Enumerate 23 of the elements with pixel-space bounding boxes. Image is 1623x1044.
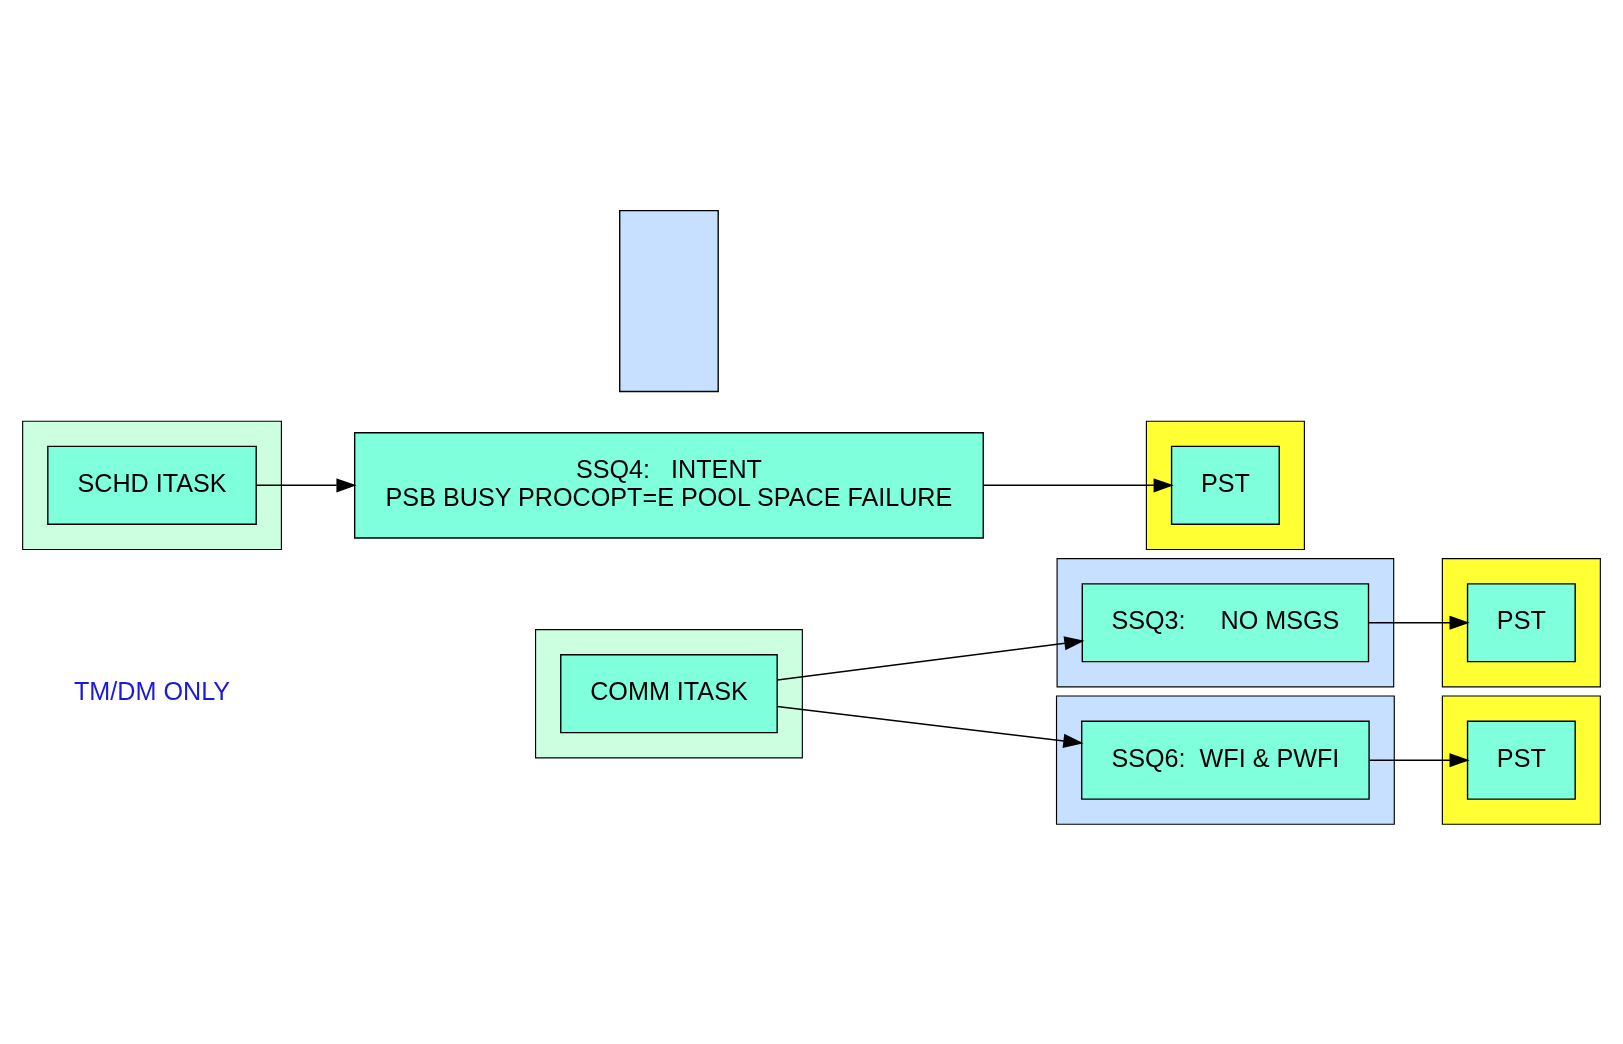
node-box: COMM ITASK [560,654,778,734]
node-box: SSQ6: WFI & PWFI [1081,720,1370,800]
arrow [776,636,1085,681]
arrow [982,478,1174,493]
node-box: PST [1466,583,1576,663]
cluster [1145,420,1305,551]
node-box: PST [1466,720,1576,800]
node-box: SCHD ITASK [47,445,257,525]
cluster [535,629,803,759]
cluster [1441,558,1601,688]
node-box: PST [1170,445,1280,525]
label: TM/DM ONLY [73,677,231,706]
cluster [1055,695,1395,825]
arrow [1368,753,1470,768]
node-box: SSQ4: INTENT PSB BUSY PROCOPT=E POOL SPACE FAILURE [354,432,984,539]
node-box [619,209,719,393]
cluster [1056,558,1395,688]
arrow [776,705,1084,748]
cluster [22,420,282,551]
arrow [255,478,357,493]
arrow [1367,615,1470,630]
node-box: SSQ3: NO MSGS [1081,583,1370,663]
cluster [1441,695,1601,825]
